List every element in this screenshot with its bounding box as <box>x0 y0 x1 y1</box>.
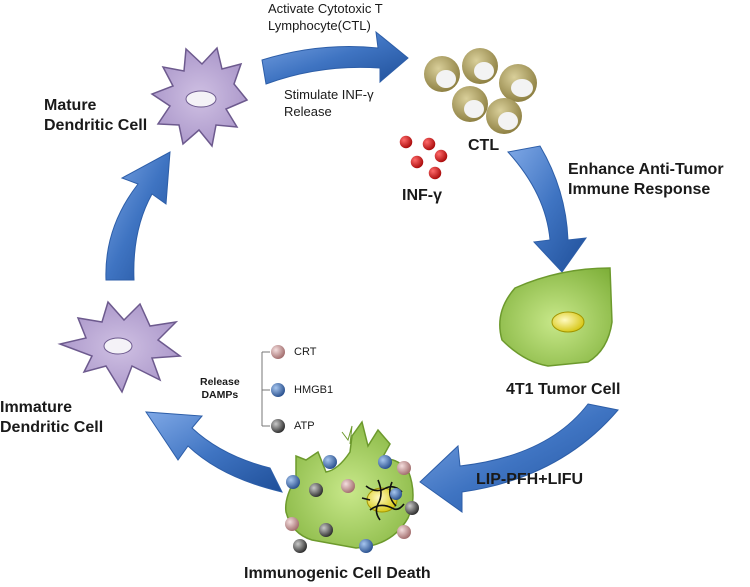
dna-damage-lines <box>361 479 405 521</box>
label-tumor-cell: 4T1 Tumor Cell <box>506 381 621 398</box>
legend-crt-sphere <box>271 345 285 359</box>
tumor-nucleus <box>551 311 585 333</box>
tumor-cell <box>499 267 613 367</box>
label-immature-dc: Immature Dendritic Cell <box>0 399 104 436</box>
icd-cell <box>284 420 419 553</box>
label-stimulate-inf: Stimulate INF-γ Release <box>284 87 374 119</box>
label-release-damps: Release DAMPs <box>200 376 240 401</box>
inf-gamma-molecules <box>398 134 449 181</box>
arrow-ctl-to-tumor <box>507 145 588 273</box>
immature-dc-nucleus <box>103 337 133 355</box>
dc-nucleus <box>185 90 217 108</box>
legend-atp-label: ATP <box>294 420 315 432</box>
legend-atp-sphere <box>271 419 285 433</box>
mature-dendritic-cell <box>150 46 249 148</box>
arrow-icd-to-immature-dc <box>145 411 283 493</box>
label-enhance-response: Enhance Anti-Tumor Immune Response <box>568 161 724 198</box>
legend-hmgb1-sphere <box>271 383 285 397</box>
label-ctl: CTL <box>468 137 500 154</box>
label-mature-dc: Mature Dendritic Cell <box>44 97 148 134</box>
arrow-tumor-to-icd <box>419 403 619 513</box>
label-activate-ctl: Activate Cytotoxic T Lymphocyte(CTL) <box>268 1 383 33</box>
legend-hmgb1-label: HMGB1 <box>294 384 334 396</box>
label-icd: Immunogenic Cell Death <box>244 565 431 582</box>
damps-legend <box>261 345 285 433</box>
label-inf-gamma: INF-γ <box>402 187 442 204</box>
immature-dendritic-cell <box>57 300 183 394</box>
legend-crt-label: CRT <box>294 346 317 358</box>
arrow-immature-to-mature-dc <box>105 151 171 281</box>
label-lip-pfh: LIP-PFH+LIFU <box>476 471 584 488</box>
arrow-dc-to-ctl <box>261 30 409 85</box>
ctl-cells <box>424 48 537 134</box>
